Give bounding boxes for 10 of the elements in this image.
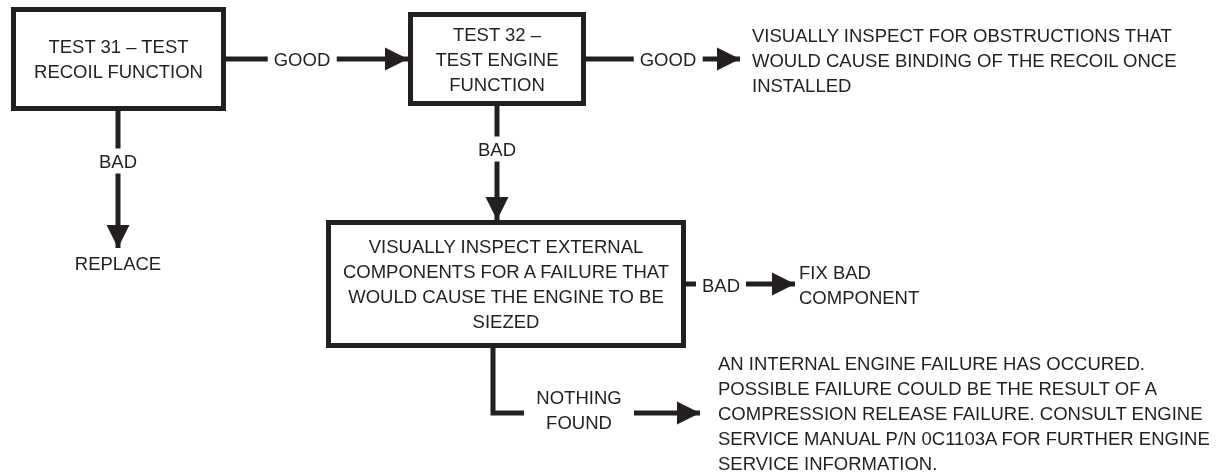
result-text: VISUALLY INSPECT FOR OBSTRUCTIONS THAT WOULD CAUSE BINDING OF THE RECOIL ONCE INSTALLED (752, 23, 1178, 98)
process-box (11, 7, 226, 111)
box-text: VISUALLY INSPECT EXTERNAL COMPONENTS FOR A FAILURE THAT WOULD CAUSE THE ENGINE TO BE SIEZED (341, 235, 671, 334)
box-text: TEST 32 – TEST ENGINE FUNCTION (434, 22, 560, 97)
result-text: AN INTERNAL ENGINE FAILURE HAS OCCURED. POSSIBLE FAILURE COULD BE THE RESULT OF A COMPRESSION RELEASE FAILURE. CONSULT ENGINE SERVICE MANUAL P/N 0C1103A FOR FURTHER ENGINE SERVICE INFORMATION. (718, 351, 1211, 476)
process-box (326, 220, 686, 348)
process-box (408, 12, 586, 106)
box-text: TEST 31 – TEST RECOIL FUNCTION (33, 35, 204, 84)
result-text: REPLACE (74, 251, 162, 276)
result-text: FIX BAD COMPONENT (799, 261, 921, 310)
